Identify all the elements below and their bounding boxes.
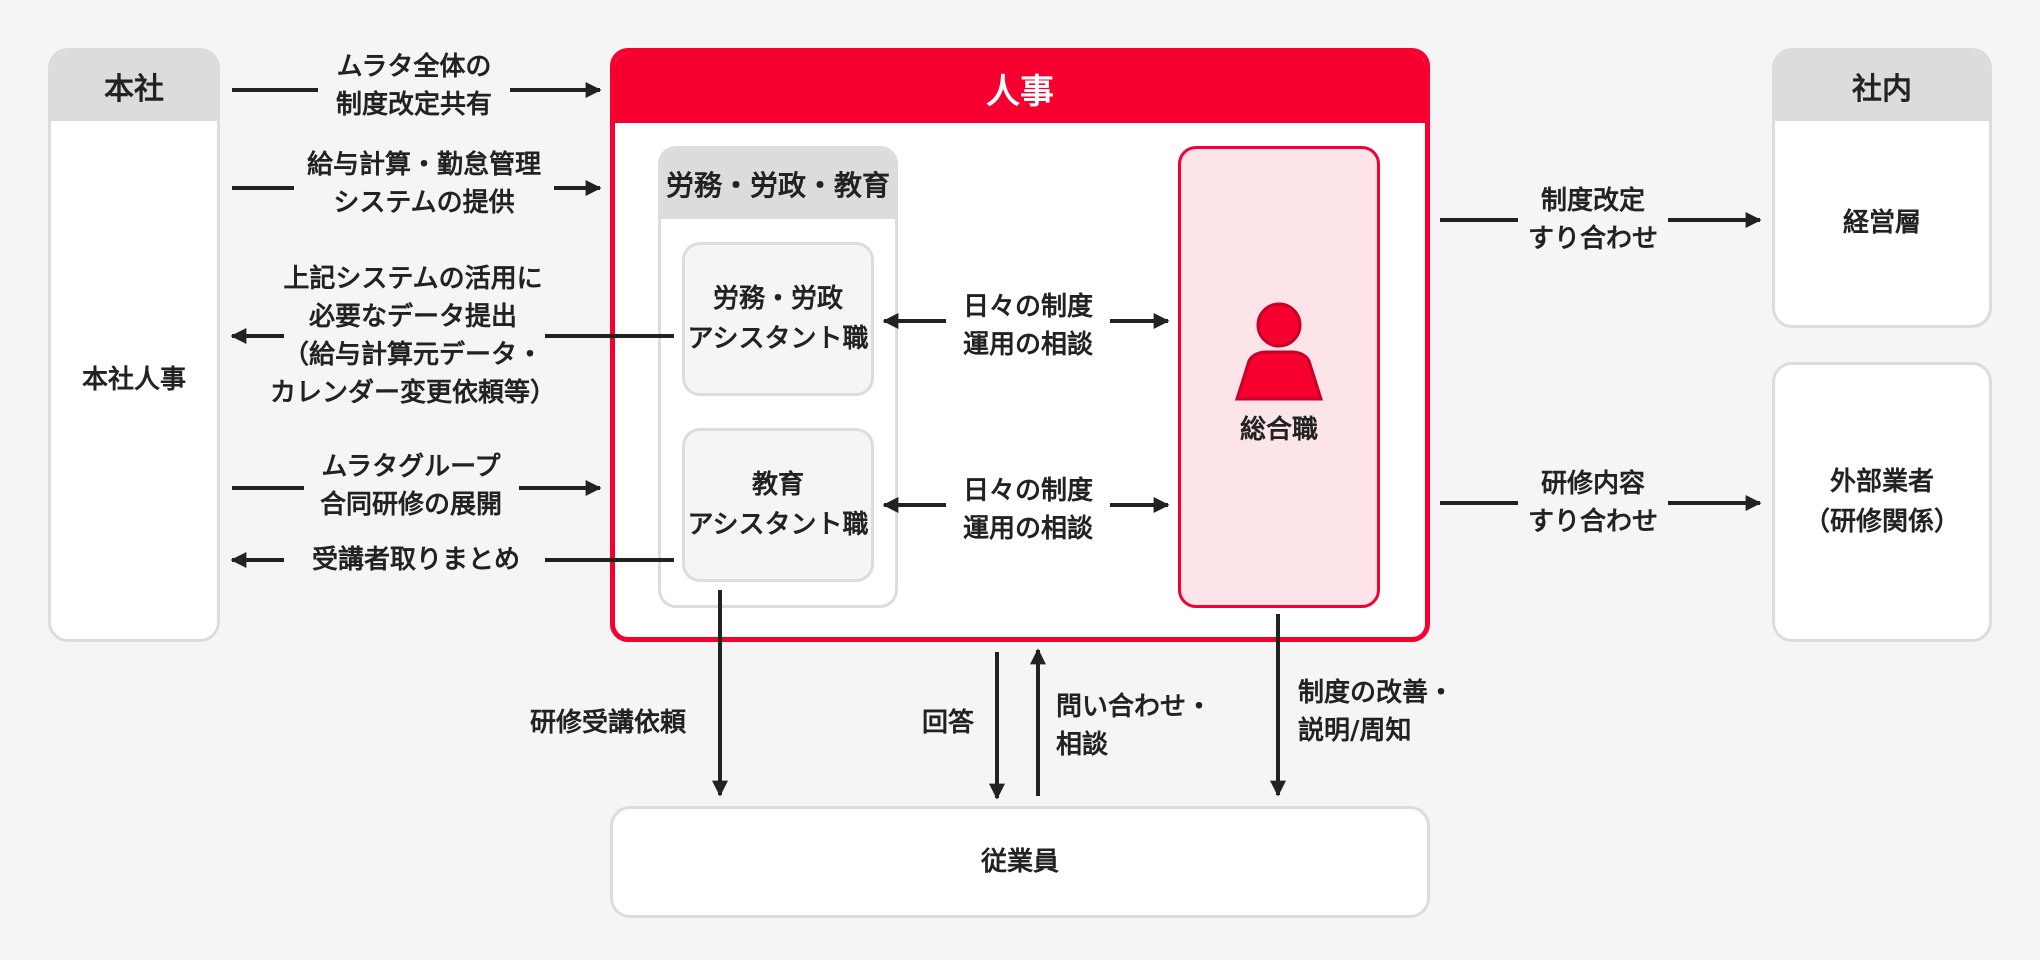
hq-group-header: 本社 — [51, 51, 217, 121]
external-vendor-body: 外部業者 （研修関係） — [1775, 365, 1989, 639]
general-role-box: 総合職 — [1178, 146, 1380, 608]
hq-group: 本社 本社人事 — [48, 48, 220, 642]
label-vendor-alignment-line2: すり合わせ — [1527, 507, 1658, 537]
label-trainee-summary: 受講者取りまとめ — [290, 541, 542, 579]
general-role-label: 総合職 — [1239, 415, 1318, 445]
labor-assistant-role: 労務・労政 アシスタント職 — [682, 242, 874, 396]
label-policy-share: ムラタ全体の 制度改定共有 — [322, 48, 506, 124]
hr-group-header: 人事 — [615, 53, 1425, 123]
labor-assistant-role-line1: 労務・労政 — [712, 284, 843, 314]
label-mgmt-alignment-line2: すり合わせ — [1527, 224, 1658, 254]
label-policy-share-line1: ムラタ全体の — [336, 52, 492, 82]
label-vendor-alignment-line1: 研修内容 — [1540, 469, 1645, 499]
external-vendor-group: 外部業者 （研修関係） — [1772, 362, 1992, 642]
label-data-submission: 上記システムの活用に 必要なデータ提出 （給与計算元データ・ カレンダー変更依頼… — [262, 260, 564, 412]
label-training-request-line1: 研修受講依頼 — [530, 708, 687, 738]
label-mgmt-alignment: 制度改定 すり合わせ — [1520, 182, 1666, 258]
label-policy-improvement: 制度の改善・ 説明/周知 — [1298, 674, 1468, 750]
label-inquiry-line1: 問い合わせ・ — [1056, 692, 1213, 722]
label-inquiry-line2: 相談 — [1056, 730, 1109, 760]
label-policy-improvement-line2: 説明/周知 — [1298, 716, 1412, 746]
labor-assistant-role-line2: アシスタント職 — [687, 324, 869, 354]
label-data-submission-line1: 上記システムの活用に — [283, 264, 543, 294]
external-vendor-line2: （研修関係） — [1803, 507, 1960, 537]
internal-group: 社内 経営層 — [1772, 48, 1992, 328]
label-system-provide-line2: システムの提供 — [333, 188, 515, 218]
education-assistant-role-line2: アシスタント職 — [687, 510, 869, 540]
person-icon — [1234, 302, 1324, 401]
education-assistant-role: 教育 アシスタント職 — [682, 428, 874, 582]
label-group-training-line1: ムラタグループ — [321, 452, 501, 482]
label-system-provide-line1: 給与計算・勤怠管理 — [306, 150, 541, 180]
label-data-submission-line3: （給与計算元データ・ — [282, 340, 543, 370]
label-answer-line1: 回答 — [922, 708, 975, 738]
label-policy-share-line2: 制度改定共有 — [335, 90, 492, 120]
label-daily-consult-2-line2: 運用の相談 — [962, 514, 1093, 544]
employees-box: 従業員 — [610, 806, 1430, 918]
label-group-training: ムラタグループ 合同研修の展開 — [306, 448, 516, 524]
label-trainee-summary-line1: 受講者取りまとめ — [311, 545, 520, 575]
label-vendor-alignment: 研修内容 すり合わせ — [1520, 465, 1666, 541]
management-label: 経営層 — [1842, 208, 1921, 238]
employees-label: 従業員 — [980, 847, 1059, 877]
external-vendor-line1: 外部業者 — [1829, 467, 1934, 497]
label-daily-consult-1: 日々の制度 運用の相談 — [946, 288, 1110, 364]
label-daily-consult-2-line1: 日々の制度 — [962, 476, 1093, 506]
education-assistant-role-line1: 教育 — [751, 470, 804, 500]
label-group-training-line2: 合同研修の展開 — [319, 490, 502, 520]
label-data-submission-line4: カレンダー変更依頼等） — [269, 378, 556, 408]
label-answer: 回答 — [922, 704, 986, 742]
label-daily-consult-2: 日々の制度 運用の相談 — [946, 472, 1110, 548]
labor-education-group-header: 労務・労政・教育 — [661, 149, 895, 219]
label-inquiry: 問い合わせ・ 相談 — [1056, 688, 1226, 764]
hq-hr-label: 本社人事 — [81, 365, 186, 395]
label-training-request: 研修受講依頼 — [530, 704, 706, 742]
label-data-submission-line2: 必要なデータ提出 — [308, 302, 517, 332]
label-mgmt-alignment-line1: 制度改定 — [1540, 186, 1645, 216]
label-policy-improvement-line1: 制度の改善・ — [1298, 678, 1455, 708]
internal-group-header: 社内 — [1775, 51, 1989, 121]
label-daily-consult-1-line2: 運用の相談 — [962, 330, 1093, 360]
label-daily-consult-1-line1: 日々の制度 — [962, 292, 1093, 322]
label-system-provide: 給与計算・勤怠管理 システムの提供 — [298, 146, 550, 222]
